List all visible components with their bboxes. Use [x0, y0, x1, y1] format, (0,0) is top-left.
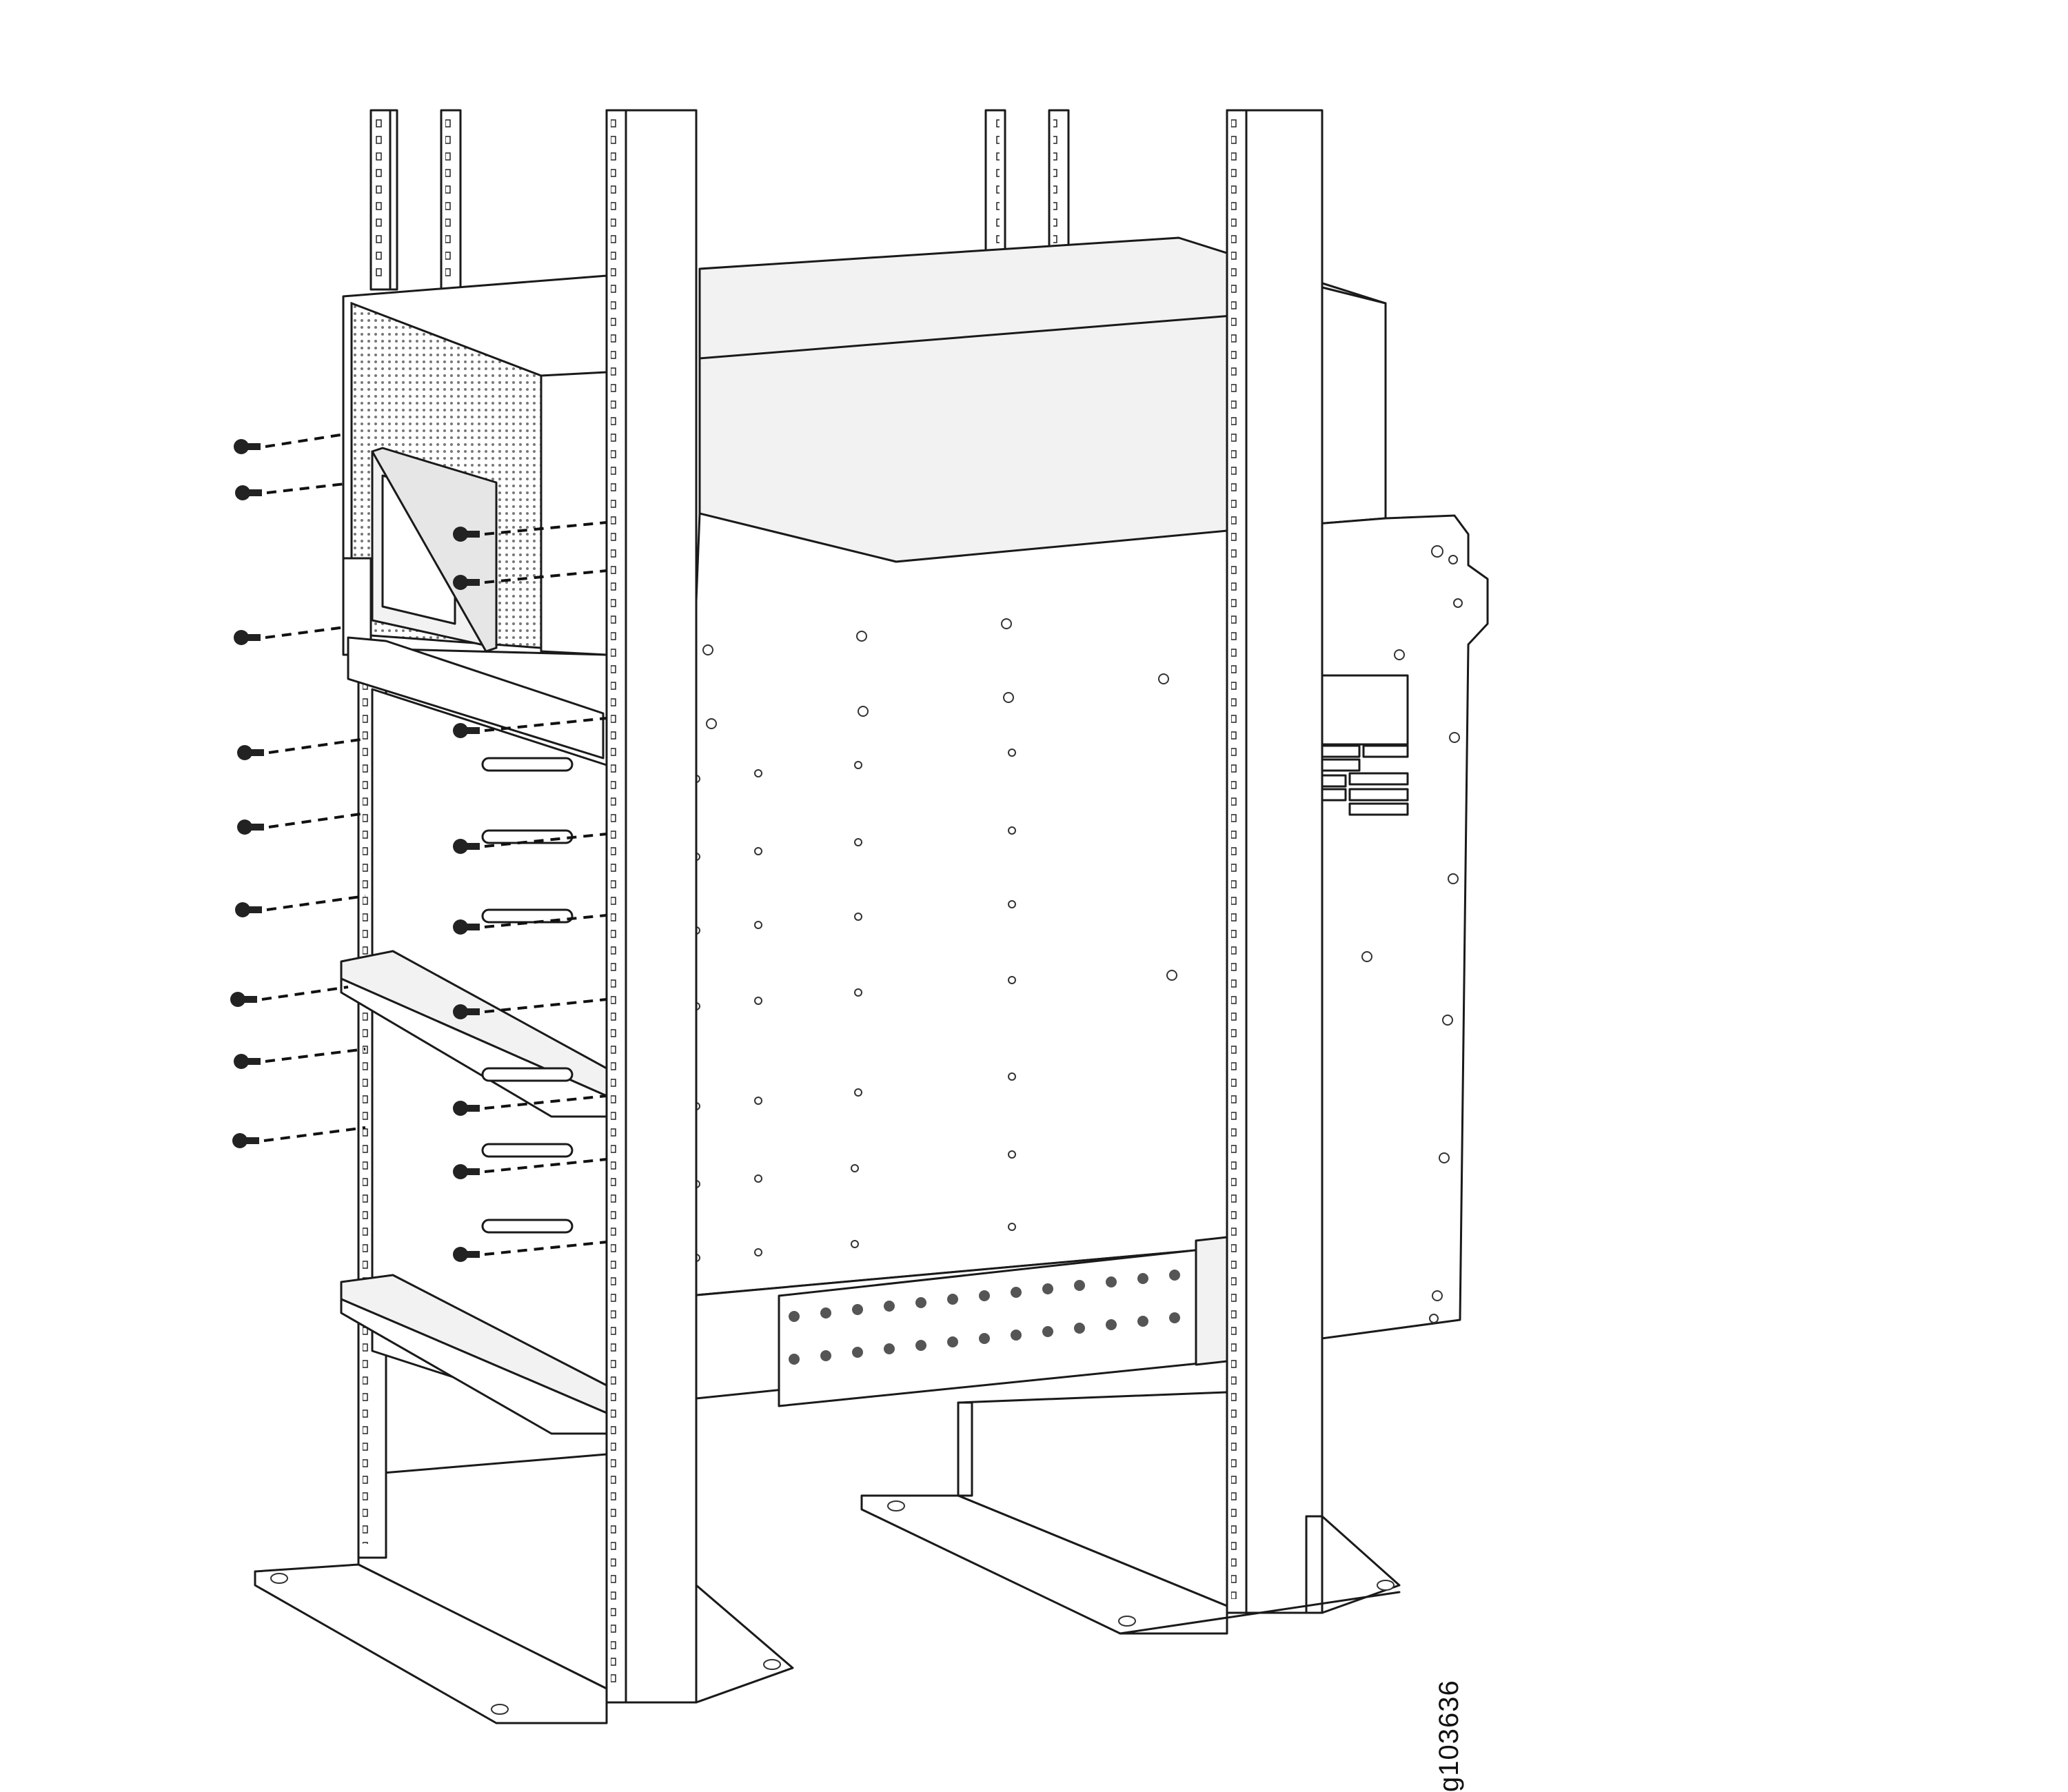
- rear-rack-posts-left: [369, 109, 462, 291]
- card-cage-bays: [340, 688, 608, 1435]
- front-mounting-bracket: [778, 1236, 1228, 1407]
- mounting-screws-left: [230, 433, 366, 1148]
- upper-device-module: [342, 274, 608, 760]
- rear-rack-posts-right: [984, 109, 1070, 256]
- left-rack-base: [254, 1453, 794, 1724]
- figure-id-label: g103636: [1434, 1680, 1464, 1792]
- left-rack-front-post: [605, 109, 698, 1704]
- right-rack-front-post: [1226, 109, 1324, 1614]
- right-rack-base: [860, 1391, 1401, 1635]
- chassis-side-panel: [1305, 285, 1489, 1342]
- mounting-screws-right: [453, 521, 607, 1262]
